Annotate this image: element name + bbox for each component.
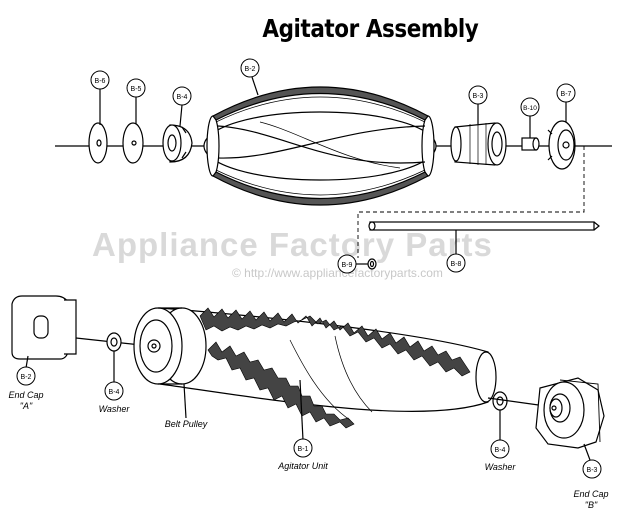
part-b10-spacer bbox=[521, 137, 540, 151]
part-agitator-unit bbox=[159, 307, 497, 429]
label-end-cap-b: End Cap "B" bbox=[561, 489, 621, 511]
part-b2-agitator-body bbox=[203, 111, 437, 181]
part-washer-right bbox=[492, 391, 508, 411]
label-end-cap-a-line2: "A" bbox=[19, 401, 33, 411]
callout-b9-text: B-9 bbox=[342, 262, 353, 269]
callout-b6-text: B-6 bbox=[95, 78, 106, 85]
callout-b8-text: B-8 bbox=[451, 261, 462, 268]
label-agitator-unit: Agitator Unit bbox=[278, 461, 328, 471]
brush-strip-lower-inner bbox=[215, 169, 426, 196]
callout-b1: B-1 bbox=[293, 438, 313, 458]
part-end-cap-b bbox=[535, 377, 605, 449]
callout-b2-top: B-2 bbox=[240, 58, 260, 78]
label-end-cap-a-line1: End Cap bbox=[8, 390, 44, 400]
leader-b4-top bbox=[179, 104, 183, 127]
callout-b10: B-10 bbox=[520, 97, 540, 117]
callout-b5: B-5 bbox=[126, 78, 146, 98]
callout-b3-top: B-3 bbox=[468, 85, 488, 105]
callout-b5-text: B-5 bbox=[131, 86, 142, 93]
leader-b2-bottom bbox=[25, 355, 29, 369]
callout-b4-left-text: B-4 bbox=[109, 389, 120, 396]
part-b8-shaft bbox=[368, 221, 600, 231]
watermark-brand: Appliance Factory Parts bbox=[92, 226, 493, 263]
callout-b6: B-6 bbox=[90, 70, 110, 90]
callout-b2-bottom-text: B-2 bbox=[21, 374, 32, 381]
part-b4-bearing bbox=[162, 124, 193, 163]
part-b7-bearing bbox=[547, 120, 576, 170]
callout-b10-text: B-10 bbox=[523, 105, 537, 112]
brush-strip-upper bbox=[212, 86, 429, 121]
callout-b4-right-text: B-4 bbox=[495, 447, 506, 454]
callout-b3-bottom-text: B-3 bbox=[587, 467, 598, 474]
callout-b3-top-text: B-3 bbox=[473, 93, 484, 100]
watermark-url: © http://www.appliancefactoryparts.com bbox=[232, 266, 443, 280]
part-b6-disc bbox=[88, 122, 108, 164]
part-end-cap-a bbox=[11, 295, 77, 360]
diagram-title: Agitator Assembly bbox=[262, 14, 479, 43]
callout-b2-top-text: B-2 bbox=[245, 66, 256, 73]
callout-b3-bottom: B-3 bbox=[582, 459, 602, 479]
callout-b2-bottom: B-2 bbox=[16, 366, 36, 386]
callout-b4-right: B-4 bbox=[490, 439, 510, 459]
callout-b4-top: B-4 bbox=[172, 86, 192, 106]
label-belt-pulley: Belt Pulley bbox=[164, 419, 208, 429]
shaft-guide-line bbox=[357, 146, 585, 258]
label-end-cap-b-line2: "B" bbox=[584, 500, 598, 510]
callout-b7: B-7 bbox=[556, 83, 576, 103]
leader-b3-bottom bbox=[583, 443, 591, 461]
brush-strip-upper-inner bbox=[215, 96, 426, 123]
label-end-cap-b-line1: End Cap bbox=[573, 489, 609, 499]
callout-b8: B-8 bbox=[446, 253, 466, 273]
callout-b1-text: B-1 bbox=[298, 446, 309, 453]
part-b3-end-cap bbox=[450, 122, 507, 166]
callout-b4-top-text: B-4 bbox=[177, 94, 188, 101]
leader-belt-pulley bbox=[183, 383, 187, 419]
part-b9-clip bbox=[367, 258, 377, 270]
callout-b4-left: B-4 bbox=[104, 381, 124, 401]
part-b5-disc bbox=[122, 122, 144, 164]
leader-b2-top bbox=[251, 76, 259, 96]
brush-strip-lower bbox=[212, 171, 429, 206]
part-belt-pulley bbox=[133, 307, 207, 385]
callout-b9: B-9 bbox=[337, 254, 357, 274]
callout-b7-text: B-7 bbox=[561, 91, 572, 98]
label-end-cap-a: End Cap "A" bbox=[0, 390, 56, 412]
label-washer-left: Washer bbox=[98, 404, 130, 414]
part-washer-left bbox=[106, 332, 122, 352]
label-washer-right: Washer bbox=[484, 462, 516, 472]
leader-b1 bbox=[299, 379, 304, 441]
